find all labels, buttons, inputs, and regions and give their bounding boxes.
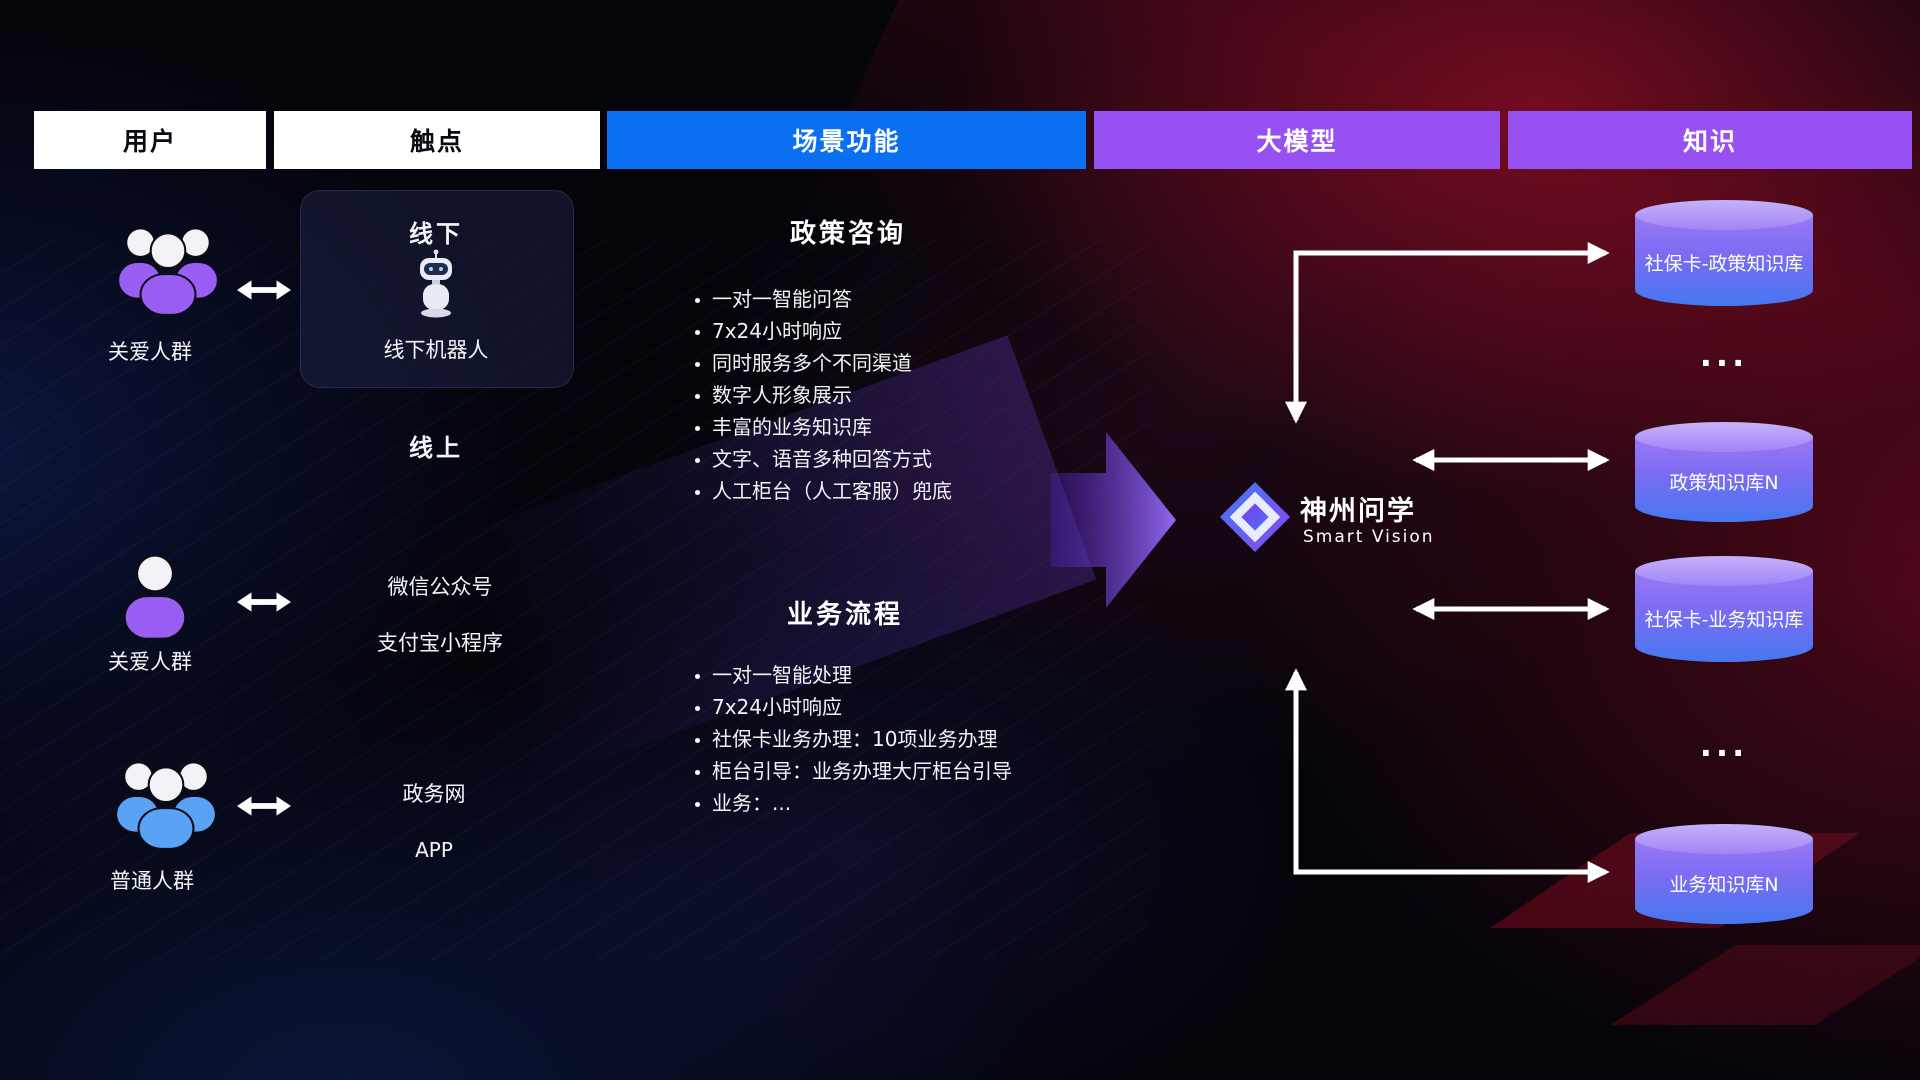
cylinder-top <box>1635 422 1813 452</box>
kb-cylinder-business-n: 业务知识库N <box>1635 824 1813 924</box>
double-arrow-icon <box>237 280 291 300</box>
cylinder-top <box>1635 200 1813 230</box>
business-item: 7x24小时响应 <box>712 697 1172 717</box>
flow-arrow-icon <box>1051 432 1176 608</box>
policy-item: 7x24小时响应 <box>712 321 1172 341</box>
business-section-title: 业务流程 <box>786 600 904 630</box>
offline-robot-label: 线下机器人 <box>383 338 489 362</box>
business-item: 一对一智能处理 <box>712 665 1172 685</box>
online-title: 线上 <box>409 434 463 462</box>
group-people-icon-purple <box>117 227 219 316</box>
touchpoint-gov-web: 政务网 <box>402 782 466 806</box>
header-model: 大模型 <box>1094 111 1500 169</box>
kb-cylinder-policy-n: 政策知识库N <box>1635 422 1813 522</box>
cylinder-body <box>1635 215 1813 306</box>
user-label-care-group-1: 关爱人群 <box>108 340 192 364</box>
kb-label: 社保卡-政策知识库 <box>1644 252 1804 275</box>
single-person-icon-purple <box>123 554 187 640</box>
policy-item: 丰富的业务知识库 <box>712 417 1172 437</box>
cylinder-body <box>1635 571 1813 662</box>
group-people-icon-blue <box>115 761 217 850</box>
robot-icon <box>420 249 452 318</box>
touchpoint-app: APP <box>415 838 453 862</box>
kb-label: 政策知识库N <box>1669 471 1779 494</box>
policy-item: 数字人形象展示 <box>712 385 1172 405</box>
business-item: 柜台引导：业务办理大厅柜台引导 <box>712 761 1172 781</box>
red-chevron-decoration <box>1610 945 1920 1025</box>
cylinder-top <box>1635 824 1813 854</box>
header-users: 用户 <box>34 111 266 169</box>
offline-title: 线下 <box>409 220 463 248</box>
policy-item: 人工柜台（人工客服）兜底 <box>712 481 1172 501</box>
business-feature-list: 一对一智能处理 7x24小时响应 社保卡业务办理：10项业务办理 柜台引导：业务… <box>688 665 1172 825</box>
policy-item: 文字、语音多种回答方式 <box>712 449 1172 469</box>
header-touchpoints: 触点 <box>274 111 600 169</box>
header-functions: 场景功能 <box>607 111 1086 169</box>
touchpoint-alipay: 支付宝小程序 <box>377 631 503 655</box>
kb-label: 社保卡-业务知识库 <box>1644 608 1804 631</box>
cylinder-top <box>1635 556 1813 586</box>
ellipsis-dots: ... <box>1699 336 1749 374</box>
smart-vision-logo-icon <box>1219 481 1291 553</box>
kb-label: 业务知识库N <box>1669 873 1779 896</box>
user-label-care-group-2: 关爱人群 <box>108 650 192 674</box>
kb-cylinder-social-business: 社保卡-业务知识库 <box>1635 556 1813 662</box>
model-subtitle: Smart Vision <box>1303 527 1435 547</box>
kb-cylinder-social-policy: 社保卡-政策知识库 <box>1635 200 1813 306</box>
double-arrow-icon <box>237 796 291 816</box>
touchpoint-wechat: 微信公众号 <box>387 575 493 599</box>
connector-bottom-elbow <box>1284 668 1610 884</box>
model-name: 神州问学 <box>1300 496 1416 527</box>
business-item: 社保卡业务办理：10项业务办理 <box>712 729 1172 749</box>
connector-top-elbow <box>1284 241 1610 424</box>
policy-item: 一对一智能问答 <box>712 289 1172 309</box>
double-arrow-icon <box>237 592 291 612</box>
policy-item: 同时服务多个不同渠道 <box>712 353 1172 373</box>
policy-feature-list: 一对一智能问答 7x24小时响应 同时服务多个不同渠道 数字人形象展示 丰富的业… <box>688 289 1172 513</box>
business-item: 业务：... <box>712 793 1172 813</box>
user-label-general-group: 普通人群 <box>110 869 194 893</box>
header-knowledge: 知识 <box>1508 111 1912 169</box>
policy-section-title: 政策咨询 <box>789 219 907 249</box>
ellipsis-dots: ... <box>1699 726 1749 764</box>
